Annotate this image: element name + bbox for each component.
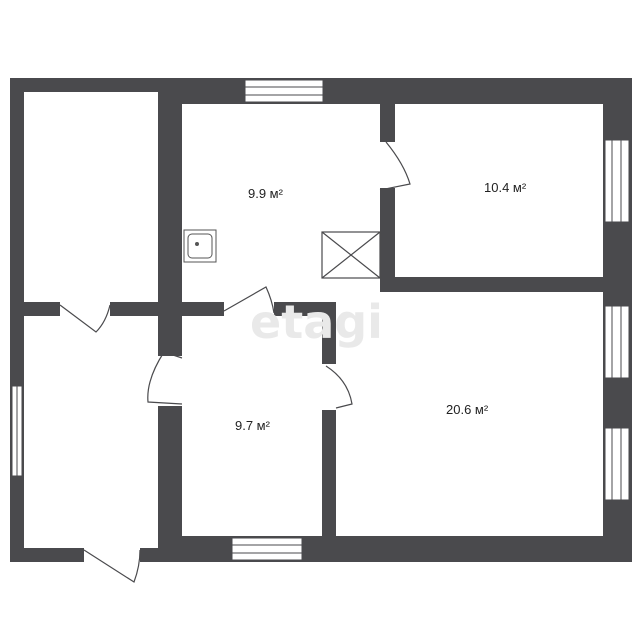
window-right-mid	[604, 305, 630, 379]
door-opening-bedroom	[378, 142, 397, 188]
room-area-hall: 9.7 м²	[235, 418, 271, 433]
window-bottom	[231, 537, 303, 561]
room-left-top	[24, 92, 158, 302]
window-top	[244, 79, 324, 103]
window-right-bottom	[604, 427, 630, 501]
room-hall	[182, 316, 322, 536]
watermark: etagi	[250, 295, 383, 349]
room-area-bedroom: 10.4 м²	[484, 180, 527, 195]
room-area-kitchen: 9.9 м²	[248, 186, 284, 201]
door-opening-living	[320, 364, 338, 410]
windows	[11, 79, 630, 561]
room-living	[336, 292, 603, 536]
door-opening-hall-left	[156, 356, 184, 406]
door-opening-left	[60, 300, 110, 318]
room-area-living: 20.6 м²	[446, 402, 489, 417]
room-bedroom	[395, 104, 603, 277]
room-left-bottom	[24, 316, 158, 548]
vent-shaft-icon	[321, 231, 381, 279]
sink-icon	[183, 229, 217, 263]
door-swings	[59, 141, 411, 583]
window-right-top	[604, 139, 630, 223]
